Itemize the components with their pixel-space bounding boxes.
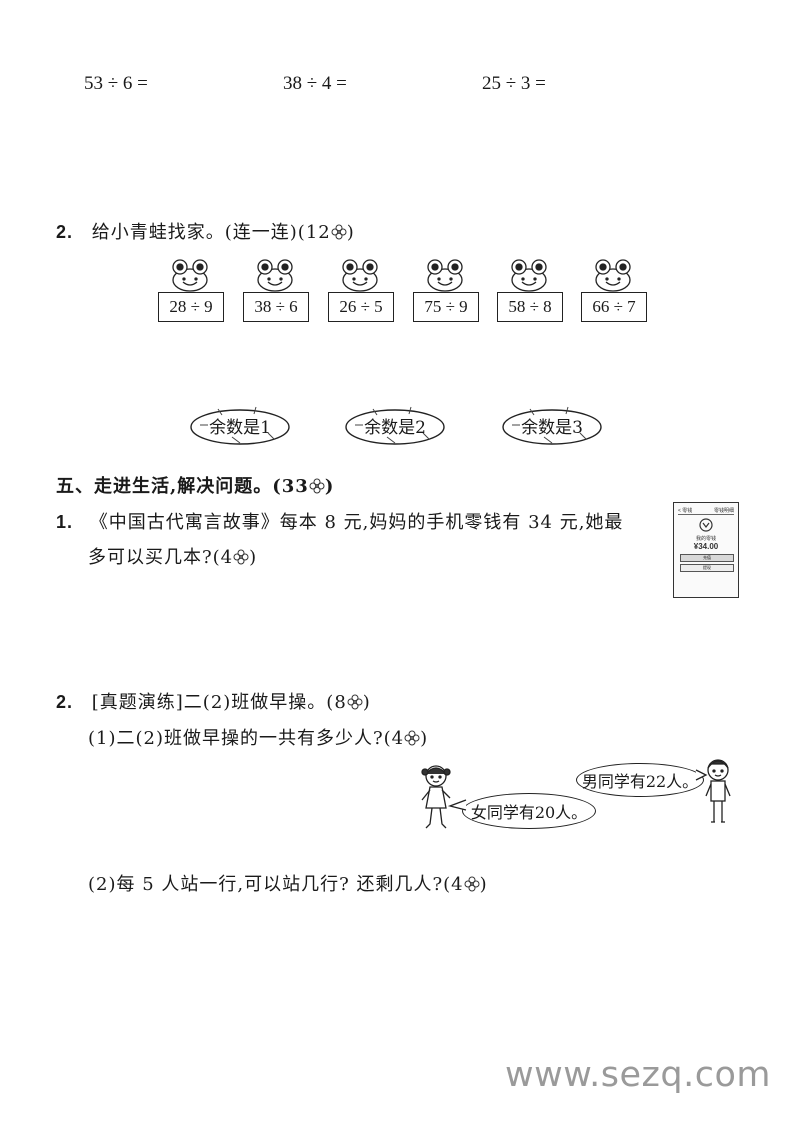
problem-1-number: 1.: [56, 512, 74, 532]
problem-1-line-2: 多可以买几本?(4): [88, 547, 258, 568]
frog-icon: [172, 259, 208, 292]
problem-1-line-1: 1. 《中国古代寓言故事》每本 8 元,妈妈的手机零钱有 34 元,她最: [56, 512, 624, 533]
problem-2-title: 2. [真题演练]二(2)班做早操。(8): [56, 692, 371, 713]
equation-1: 53 ÷ 6 =: [84, 73, 148, 94]
equation-3: 25 ÷ 3 =: [482, 73, 546, 94]
equation-2: 38 ÷ 4 =: [283, 73, 347, 94]
frog-card-expression: 38 ÷ 6: [243, 292, 309, 322]
problem-2-number: 2.: [56, 692, 74, 712]
problem-2-sub-2: (2)每 5 人站一行,可以站几行? 还剩几人?(4): [88, 874, 488, 895]
frog-icon: [257, 259, 293, 292]
frog-card-expression: 58 ÷ 8: [497, 292, 563, 322]
flower-score-icon: [233, 549, 249, 565]
watermark: www.sezq.com: [505, 1055, 772, 1095]
question-2-text: 给小青蛙找家。(连一连)(12: [91, 222, 331, 243]
phone-wallet-illustration: < 零钱 零钱明细 我的零钱 ¥34.00 充值 提现: [673, 502, 739, 598]
frog-card: 26 ÷ 5: [328, 258, 394, 322]
lily-pad-label: 余数是1: [209, 417, 271, 438]
frog-card: 58 ÷ 8: [497, 258, 563, 322]
frog-card: 66 ÷ 7: [581, 258, 647, 322]
lily-pad: 余数是1: [188, 403, 292, 447]
lily-pad-outline: [345, 406, 445, 445]
question-2-number: 2.: [56, 222, 74, 242]
boy-bubble-tail: [695, 769, 708, 781]
flower-score-icon: [404, 730, 420, 746]
frog-card-expression: 26 ÷ 5: [328, 292, 394, 322]
lily-pad: 余数是2: [343, 403, 447, 447]
lily-pad-label: 余数是3: [521, 417, 583, 438]
girl-illustration: [421, 765, 451, 829]
flower-score-icon: [464, 876, 480, 892]
flower-score-icon: [309, 478, 325, 494]
lily-pad-outline: [190, 406, 290, 445]
withdraw-button: 提现: [680, 564, 734, 572]
frog-card: 28 ÷ 9: [158, 258, 224, 322]
wallet-amount: ¥34.00: [693, 542, 719, 551]
frog-card: 75 ÷ 9: [413, 258, 479, 322]
question-2: 2. 给小青蛙找家。(连一连)(12): [56, 222, 355, 243]
boy-illustration: [705, 759, 731, 823]
girl-bubble-tail: [448, 799, 467, 811]
lily-pad: 余数是3: [500, 403, 604, 447]
flower-score-icon: [331, 224, 347, 240]
boy-speech-bubble: 男同学有22人。: [576, 763, 704, 797]
frog-card-expression: 75 ÷ 9: [413, 292, 479, 322]
frog-icon: [427, 259, 463, 292]
lily-pad-label: 余数是2: [364, 417, 426, 438]
frog-icon: [595, 259, 631, 292]
frog-card: 38 ÷ 6: [243, 258, 309, 322]
problem-2-sub-1: (1)二(2)班做早操的一共有多少人?(4): [88, 728, 429, 749]
section-5-title: 五、走进生活,解决问题。(33): [56, 476, 335, 497]
flower-score-icon: [347, 694, 363, 710]
frog-icon: [511, 259, 547, 292]
lily-pad-outline: [502, 406, 602, 445]
recharge-button: 充值: [680, 554, 734, 562]
frog-card-expression: 28 ÷ 9: [158, 292, 224, 322]
wallet-logo-icon: [699, 518, 713, 532]
girl-speech-bubble: 女同学有20人。: [462, 793, 596, 829]
frog-icon: [342, 259, 378, 292]
frog-card-expression: 66 ÷ 7: [581, 292, 647, 322]
